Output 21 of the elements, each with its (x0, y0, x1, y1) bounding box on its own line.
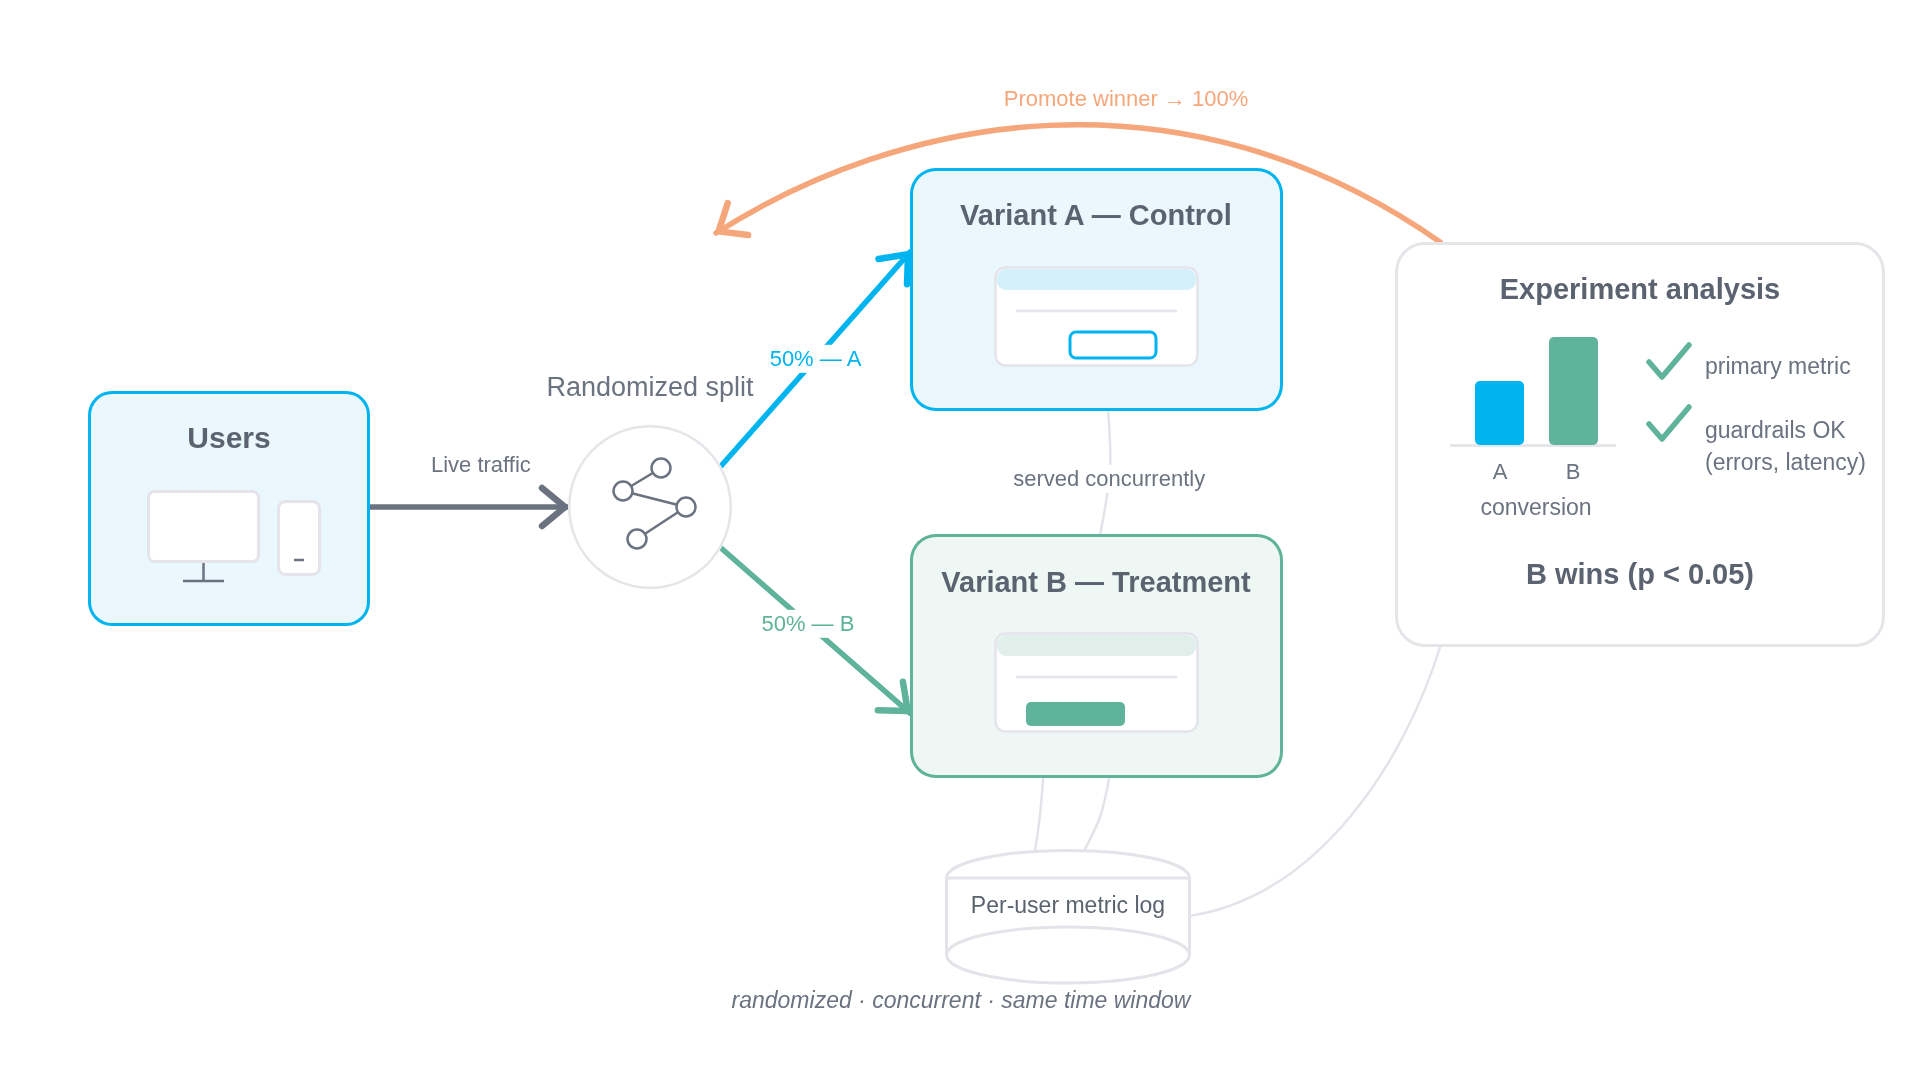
card-title: Variant A — Control (960, 197, 1232, 233)
node-caption: Randomized split (546, 370, 754, 404)
users-card (88, 391, 370, 626)
card-title: Experiment analysis (1499, 271, 1781, 307)
connector-line (1082, 776, 1111, 852)
bar-label: A (1492, 458, 1508, 486)
variant-card (910, 168, 1283, 411)
bar-label: B (1565, 458, 1581, 486)
variant-card (910, 534, 1283, 778)
result-text: B wins (p < 0.05) (1526, 556, 1754, 592)
connector-line (1033, 776, 1045, 853)
connector-line (1189, 645, 1442, 917)
check-label: primary metric (1705, 353, 1851, 381)
arrow (713, 122, 1443, 245)
analysis-card (1395, 242, 1885, 647)
axis-label: conversion (1480, 494, 1592, 522)
card-title: Variant B — Treatment (941, 564, 1251, 600)
check-label: guardrails OK (errors, latency) (1705, 416, 1868, 477)
card-title: Users (187, 420, 271, 456)
caption: randomized · concurrent · same time window (731, 987, 1191, 1015)
node-label: Per-user metric log (970, 892, 1166, 920)
